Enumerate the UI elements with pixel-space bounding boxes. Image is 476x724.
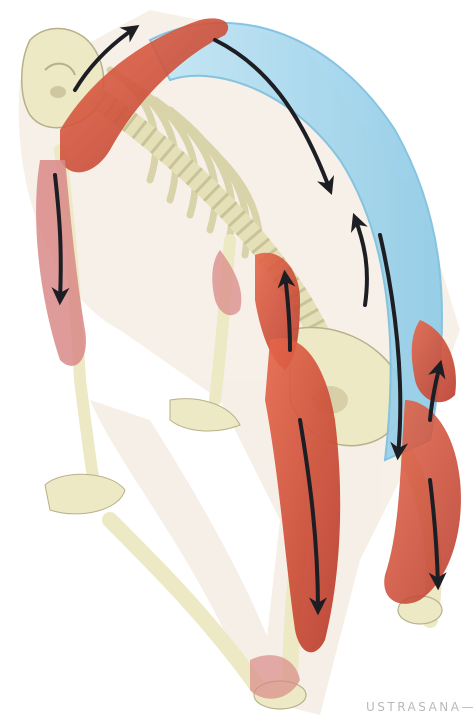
pose-caption: USTRASANA— bbox=[366, 700, 476, 714]
